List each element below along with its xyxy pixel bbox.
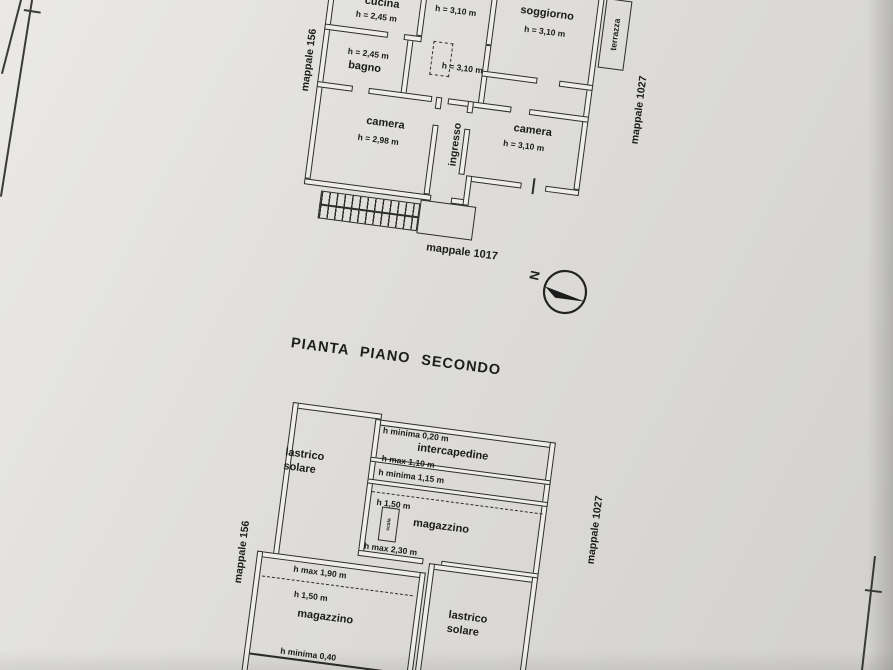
wall [465, 175, 522, 189]
sheet-frame-line [0, 0, 34, 197]
wall [434, 96, 443, 110]
wall [481, 70, 538, 84]
north-arrow: N [526, 265, 592, 319]
lower-floor-plan: scala lastrico solare h minima 0,20 m in… [237, 402, 630, 670]
height-label-camera-right: h = 3,10 m [502, 137, 545, 154]
wall [292, 402, 383, 420]
plan-title: PIANTA PIANO SECONDO [290, 335, 502, 379]
corner-tick [23, 9, 41, 14]
paper-edge-shadow [867, 0, 893, 670]
parcel-label-upper-left: mappale 156 [298, 27, 320, 93]
compass-icon [542, 269, 588, 315]
dashed-partition [429, 40, 454, 78]
parcel-label-lower-left: mappale 156 [231, 519, 253, 585]
sheet-frame-line [0, 0, 23, 74]
height-label-cucina: h = 2,45 m [355, 8, 398, 24]
upper-floor-plan: terrazza cucina h = 2,45 m h = 3,10 m so… [293, 0, 649, 309]
height-label-top-middle-room: h = 3,10 m [434, 2, 477, 19]
paper-edge-shadow [0, 650, 893, 670]
wall [416, 0, 434, 37]
wall [272, 402, 299, 560]
room-label-lastrico-left: lastrico solare [282, 446, 325, 477]
room-label-bagno: bagno [347, 58, 382, 76]
door-jamb-tick [531, 178, 536, 195]
height-label-camera-left: h = 2,98 m [357, 131, 400, 148]
wall [466, 100, 475, 114]
wall [485, 0, 503, 46]
wall [324, 23, 389, 38]
room-label-soggiorno: soggiorno [519, 3, 575, 23]
room-label-magazzino-small: magazzino [296, 607, 354, 627]
wall [423, 124, 439, 195]
landing-outline [416, 199, 477, 241]
room-label-lastrico-right: lastrico solare [445, 608, 489, 640]
wall [399, 34, 415, 99]
room-label-magazzino-main: magazzino [412, 516, 470, 537]
height-label-magazzino-small-level: h 1,50 m [293, 588, 329, 604]
wall [462, 175, 473, 206]
height-label-soggiorno: h = 3,10 m [523, 23, 566, 39]
room-label-camera-right: camera [512, 122, 553, 140]
wall [531, 441, 556, 580]
room-label-camera-left: camera [365, 114, 406, 132]
wall [528, 108, 590, 123]
